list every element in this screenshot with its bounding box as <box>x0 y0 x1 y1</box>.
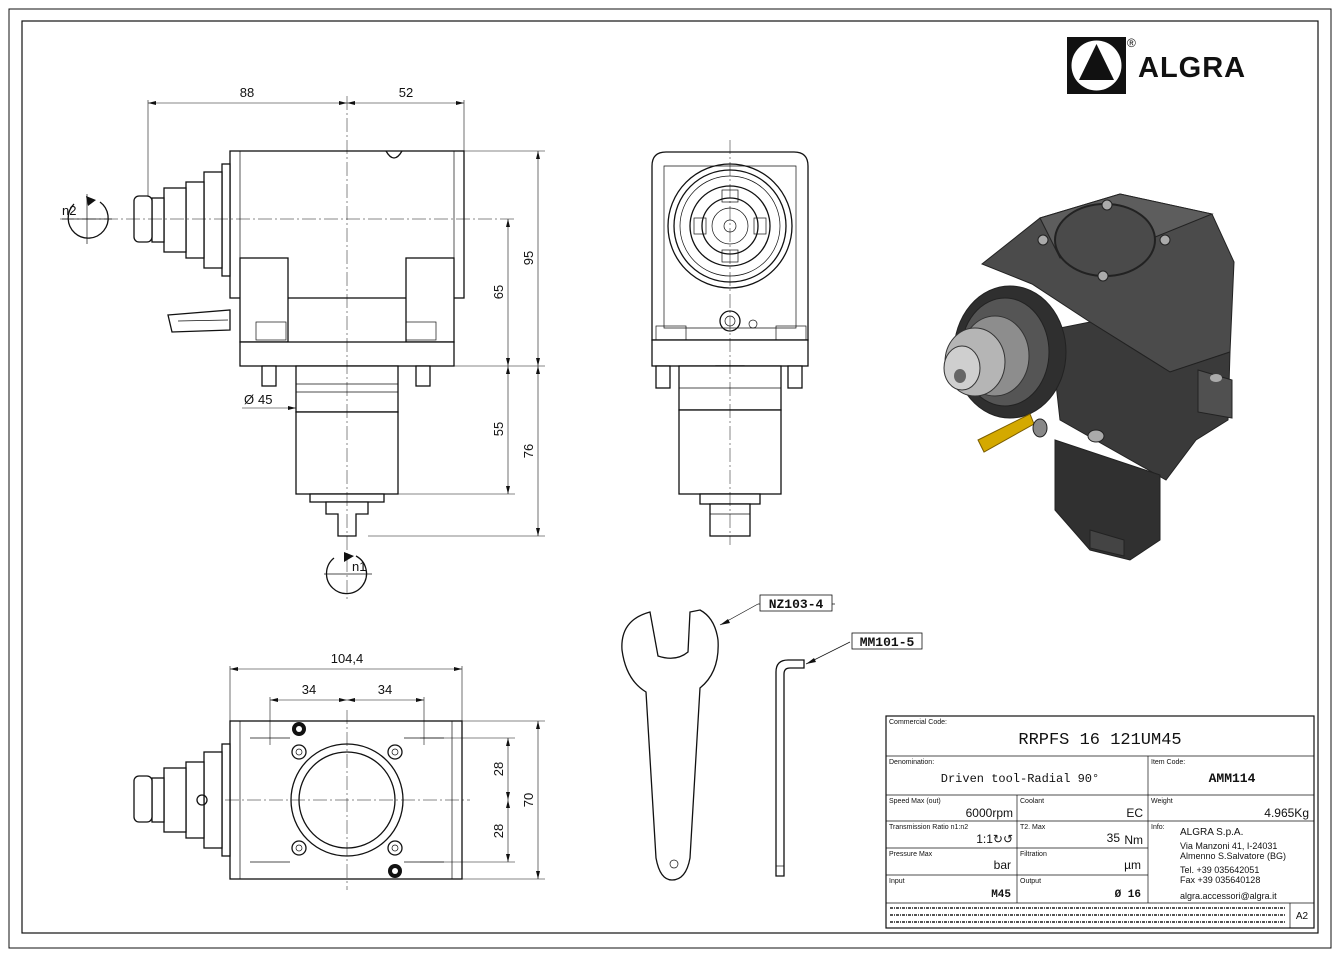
iso-view <box>943 193 1235 561</box>
allen-key-drawing: MM101-5 <box>775 632 923 877</box>
wrench-code: NZ103-4 <box>769 597 824 612</box>
top-view: 104,4 34 34 28 28 70 <box>133 651 545 890</box>
brand-name: ALGRA <box>1138 52 1246 84</box>
filtration-label: Filtration <box>1020 851 1047 858</box>
rotation-n2: n2 <box>62 194 112 244</box>
key-code: MM101-5 <box>860 635 915 650</box>
sheet-format: A2 <box>1296 911 1309 922</box>
dim-52: 52 <box>399 85 413 100</box>
coolant-label: Coolant <box>1020 798 1044 805</box>
dim-88: 88 <box>240 85 254 100</box>
info-label: Info: <box>1151 824 1165 831</box>
title-block: Commercial Code: RRPFS 16 121UM45 Denomi… <box>885 715 1315 929</box>
dim-76: 76 <box>521 444 536 458</box>
dim-28-top: 28 <box>491 762 506 776</box>
input-label: Input <box>889 878 905 885</box>
output-label: Output <box>1020 878 1041 885</box>
dim-diameter-symbol: Ø <box>244 392 254 407</box>
address-line-2: Almenno S.Salvatore (BG) <box>1180 851 1286 861</box>
weight-value: 4.965Kg <box>1264 806 1309 820</box>
label-n1: n1 <box>352 559 366 574</box>
speed-label: Speed Max (out) <box>889 798 941 805</box>
dim-28-bottom: 28 <box>491 824 506 838</box>
registered-mark: ® <box>1127 36 1136 50</box>
phone: Tel. +39 035642051 <box>1180 865 1259 875</box>
denomination: Driven tool-Radial 90° <box>941 772 1099 786</box>
inner-border <box>21 20 1319 934</box>
weight-label: Weight <box>1151 798 1173 805</box>
dim-104-4: 104,4 <box>331 651 364 666</box>
pressure-value: bar <box>994 858 1011 872</box>
torque-value: 35 <box>1107 831 1121 845</box>
filtration-value: µm <box>1124 858 1141 872</box>
dim-55: 55 <box>491 422 506 436</box>
coolant-value: EC <box>1126 806 1143 820</box>
torque-label: T2. Max <box>1020 824 1046 831</box>
rotation-n1: n1 <box>324 552 372 595</box>
algra-logo: ® ALGRA <box>1067 36 1246 94</box>
item-code: AMM114 <box>1209 771 1256 786</box>
side-view: 88 52 95 65 55 76 Ø 45 n2 <box>60 85 545 600</box>
fax: Fax +39 035640128 <box>1180 875 1260 885</box>
pressure-label: Pressure Max <box>889 851 933 858</box>
input-value: M45 <box>991 889 1011 901</box>
dim-70: 70 <box>521 793 536 807</box>
commercial-code-label: Commercial Code: <box>889 719 947 726</box>
dim-65: 65 <box>491 285 506 299</box>
dim-34-left: 34 <box>302 682 316 697</box>
output-value: Ø 16 <box>1115 889 1141 901</box>
dim-34-right: 34 <box>378 682 392 697</box>
ratio-label: Transmission Ratio n1:n2 <box>889 824 968 831</box>
dim-45: 45 <box>258 392 272 407</box>
company-name: ALGRA S.p.A. <box>1180 827 1243 838</box>
label-n2: n2 <box>62 203 76 218</box>
speed-value: 6000rpm <box>966 806 1013 820</box>
front-view <box>651 140 809 545</box>
item-code-label: Item Code: <box>1151 759 1185 766</box>
disclaimer-fine-print <box>890 907 1286 923</box>
denomination-label: Denomination: <box>889 759 934 766</box>
email: algra.accessori@algra.it <box>1180 891 1277 901</box>
outer-border <box>8 8 1332 949</box>
ratio-value: 1:1↻↺ <box>976 832 1013 846</box>
wrench-drawing: NZ103-4 <box>621 594 835 881</box>
commercial-code: RRPFS 16 121UM45 <box>1018 731 1181 750</box>
torque-unit: Nm <box>1124 833 1143 847</box>
dim-95: 95 <box>521 251 536 265</box>
address-line-1: Via Manzoni 41, I-24031 <box>1180 841 1277 851</box>
